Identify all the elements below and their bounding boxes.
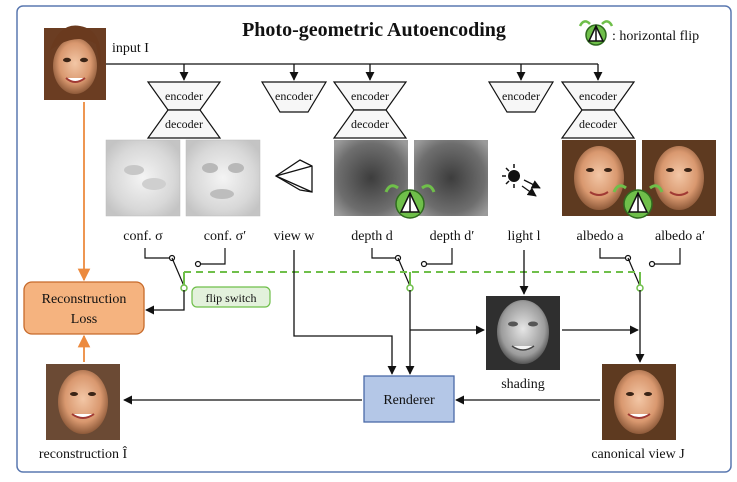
depth-label: depth d <box>351 229 393 244</box>
reconstruction-loss-line1: Reconstruction <box>42 292 127 307</box>
albedo-label: albedo a <box>576 229 624 244</box>
arrow-view-to-renderer <box>293 250 397 375</box>
reconstruction-loss-line2: Loss <box>71 312 97 327</box>
diagram-title: Photo-geometric Autoencoding <box>242 19 506 41</box>
encoder-view <box>260 81 328 113</box>
camera-view-icon <box>274 159 313 193</box>
reconstruction-label: reconstruction Î <box>39 445 128 462</box>
light-source-icon <box>502 164 541 197</box>
depth-flip-icon <box>384 184 436 219</box>
light-label: light l <box>507 229 540 244</box>
shading-label: shading <box>501 377 545 392</box>
encoder-label-2: encoder <box>275 89 313 103</box>
input-image <box>44 25 106 100</box>
decoder-label-3: decoder <box>351 117 389 131</box>
confidence-map-flipped <box>185 139 261 217</box>
depth-map-flipped <box>414 140 488 216</box>
arrow-conf-to-loss <box>145 290 185 315</box>
albedo-flip-icon <box>612 184 664 219</box>
reconstruction-image <box>46 364 120 440</box>
canonical-view-image <box>602 364 676 440</box>
input-label: input I <box>112 41 149 56</box>
encoder-label-5: encoder <box>579 89 617 103</box>
conf-label: conf. σ <box>123 229 163 244</box>
switch-albedo <box>599 248 681 287</box>
shading-image <box>486 296 560 370</box>
encoder-label-1: encoder <box>165 89 203 103</box>
view-label: view w <box>274 229 316 244</box>
reconstruction-loss-box <box>23 281 145 335</box>
encoder-decoder-confidence <box>146 81 222 139</box>
albedo-prime-label: albedo a′ <box>655 229 705 244</box>
encoder-light <box>487 81 555 113</box>
flip-switch-label: flip switch <box>206 291 257 305</box>
decoder-label-5: decoder <box>579 117 617 131</box>
encoder-decoder-depth <box>332 81 408 139</box>
depth-prime-label: depth d′ <box>430 229 475 244</box>
encoder-label-3: encoder <box>351 89 389 103</box>
switch-conf <box>144 248 226 287</box>
decoder-label-1: decoder <box>165 117 203 131</box>
renderer-label: Renderer <box>383 393 435 408</box>
renderer-box <box>363 375 455 423</box>
horizontal-flip-icon <box>578 20 614 46</box>
encoder-label-4: encoder <box>502 89 540 103</box>
conf-prime-label: conf. σ′ <box>204 229 247 244</box>
canonical-view-label: canonical view J <box>591 447 685 462</box>
encoder-decoder-albedo <box>560 81 636 139</box>
confidence-map <box>105 139 181 217</box>
flip-switch-badge <box>191 286 271 308</box>
legend-label: : horizontal flip <box>612 29 699 44</box>
albedo-map-flipped <box>642 140 716 216</box>
